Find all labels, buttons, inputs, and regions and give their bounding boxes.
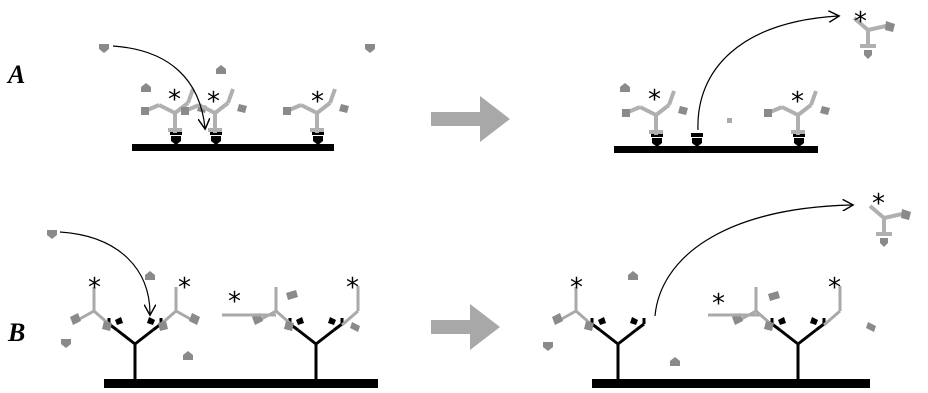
capture-antibody <box>770 315 826 382</box>
surface-bar <box>132 144 334 151</box>
label-star: * <box>712 289 725 319</box>
free-label-fragment <box>543 342 553 351</box>
label-star: * <box>648 85 661 115</box>
curved-arrow <box>112 45 205 128</box>
free-label-fragment <box>727 118 732 123</box>
process-arrow-icon <box>431 304 500 350</box>
capture-mount <box>210 131 222 145</box>
surface-bar <box>614 146 818 153</box>
surface-bar <box>104 379 378 388</box>
free-label-fragment <box>365 44 375 53</box>
panel-b-after: * * * * <box>543 189 913 388</box>
label-star: * <box>828 273 841 303</box>
capture-mount <box>651 133 663 147</box>
labelled-antibody <box>730 285 776 333</box>
curved-arrow <box>654 205 852 317</box>
label-star: * <box>872 189 885 219</box>
free-label-fragment <box>145 271 155 280</box>
free-label-fragment <box>628 271 638 280</box>
capture-antibody <box>288 315 344 382</box>
curved-arrow <box>697 16 838 131</box>
panel-b-before: * * * * <box>47 230 378 388</box>
label-star: * <box>228 287 241 317</box>
free-label-fragment <box>620 83 630 92</box>
label-star: * <box>791 87 804 117</box>
label-star: * <box>168 85 181 115</box>
free-label-fragment <box>183 351 193 360</box>
capture-antibody <box>107 315 163 382</box>
free-label-fragment <box>216 65 226 74</box>
process-arrow-icon <box>431 96 510 142</box>
label-star: * <box>854 7 867 37</box>
capture-antibody <box>590 315 646 382</box>
label-star: * <box>207 87 220 117</box>
free-label-fragment <box>670 357 680 366</box>
free-label-fragment <box>141 83 151 92</box>
capture-mount <box>170 131 182 145</box>
capture-mount <box>312 131 324 145</box>
free-label-fragment <box>47 230 57 239</box>
surface-bar <box>592 379 870 388</box>
label-star: * <box>311 87 324 117</box>
label-star: * <box>178 273 191 303</box>
label-star: * <box>346 273 359 303</box>
panel-a-before: * * * <box>99 44 375 151</box>
label-star: * <box>88 273 101 303</box>
panel-label-a: A <box>8 60 26 89</box>
capture-mount <box>793 133 805 147</box>
panel-label-b: B <box>8 318 26 347</box>
capture-mount <box>691 133 703 147</box>
curved-arrow <box>59 231 150 314</box>
free-label-fragment <box>61 339 71 348</box>
label-star: * <box>570 273 583 303</box>
panel-a-after: * * * <box>614 7 897 153</box>
free-label-fragment <box>99 44 109 53</box>
